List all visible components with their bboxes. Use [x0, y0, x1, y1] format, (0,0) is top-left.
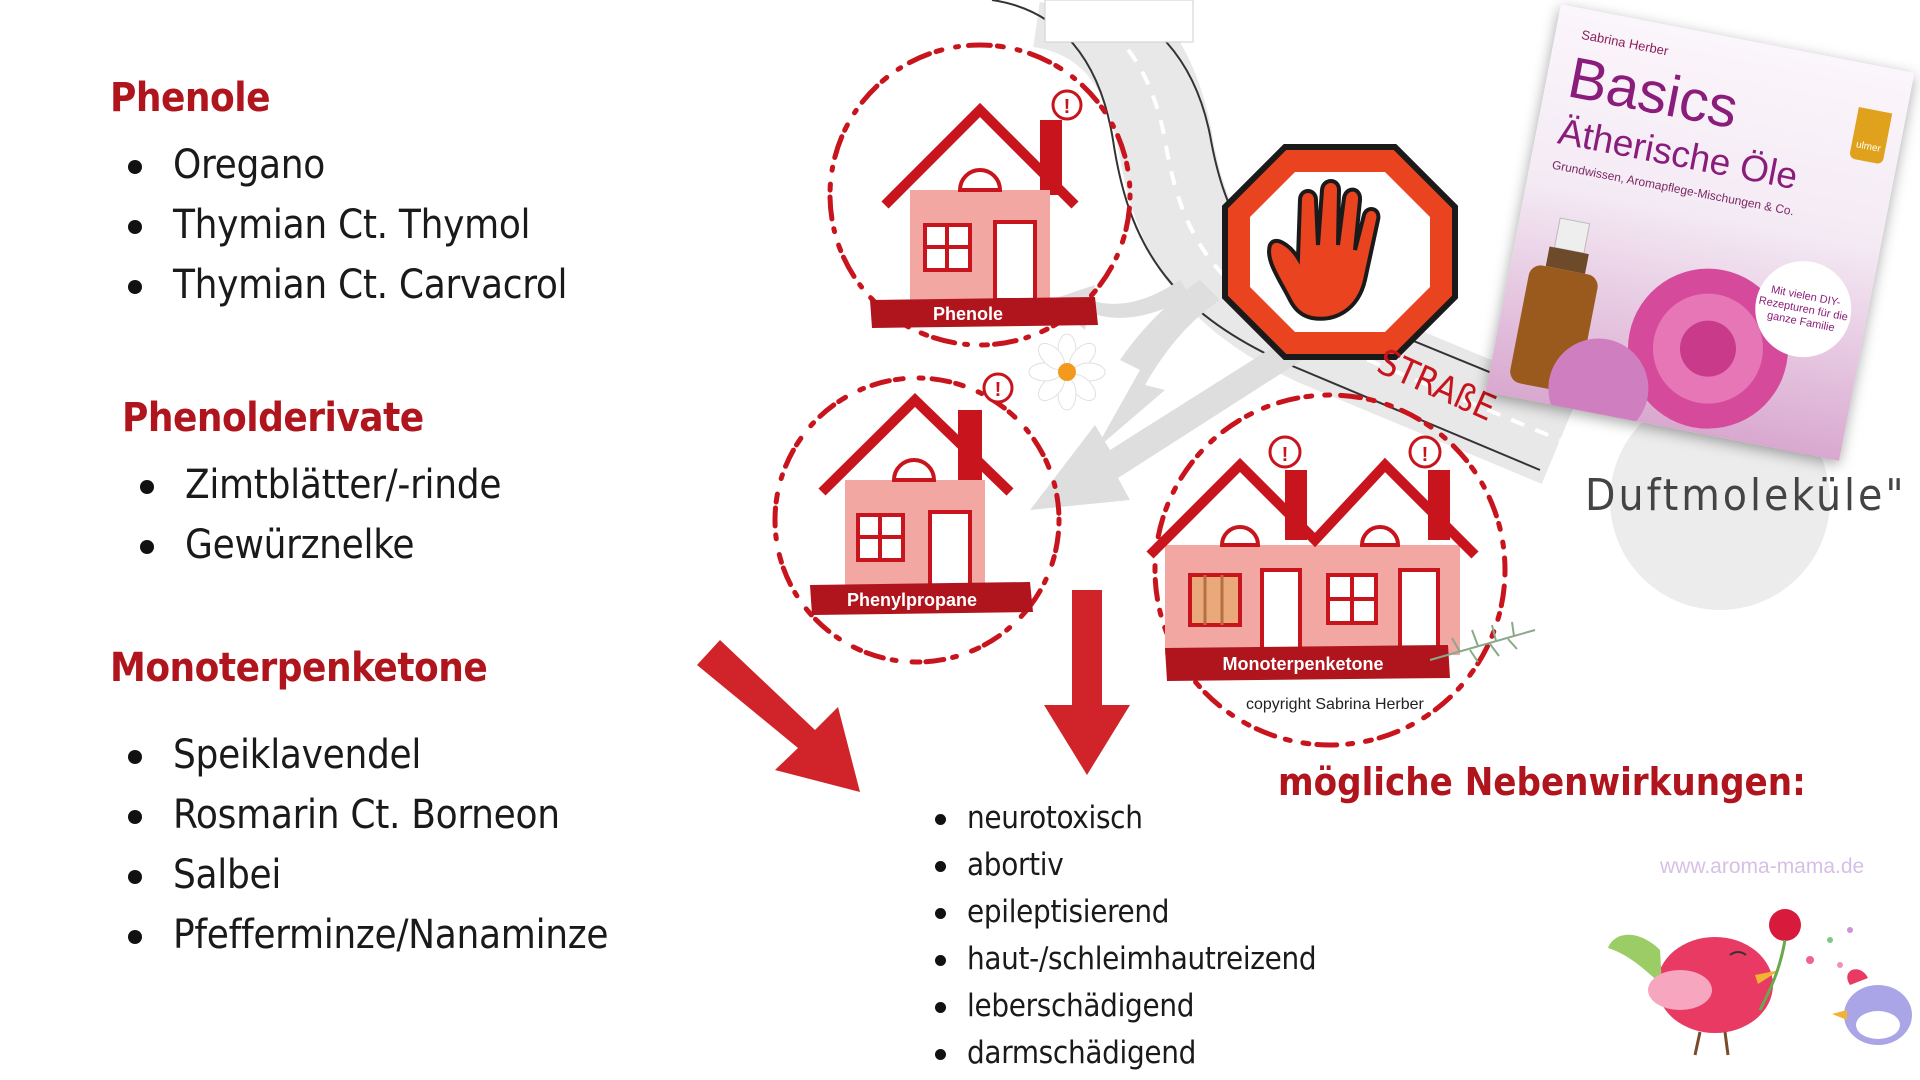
heading-monoterpenketone: Monoterpenketone	[110, 645, 488, 691]
list-item: epileptisierend	[935, 889, 1316, 936]
svg-text:!: !	[1422, 444, 1429, 466]
house-monoterpenketone: ! !	[1146, 435, 1536, 681]
list-item: Oregano	[128, 135, 567, 195]
svg-text:!: !	[1064, 96, 1071, 118]
list-item: Salbei	[128, 845, 608, 905]
side-effects-title: mögliche Nebenwirkungen:	[1278, 760, 1806, 804]
svg-text:!: !	[995, 379, 1002, 401]
list-item: Thymian Ct. Thymol	[128, 195, 567, 255]
list-item: Speiklavendel	[128, 725, 608, 785]
house-label-phenole: Phenole	[933, 304, 1003, 324]
house-phenylpropane: !	[810, 372, 1033, 615]
list-item: haut-/schleimhautreizend	[935, 936, 1317, 983]
house-phenole: !	[870, 89, 1098, 328]
red-arrows	[697, 590, 1130, 792]
rose-icon	[1758, 909, 1853, 1011]
copyright-text: copyright Sabrina Herber	[1246, 696, 1424, 713]
publisher-logo: ulmer	[1848, 107, 1893, 165]
heading-phenolderivate: Phenolderivate	[122, 395, 424, 441]
list-item: abortiv	[935, 842, 1316, 889]
list-phenolderivate: Zimtblätter/-rinde Gewürznelke	[140, 455, 501, 575]
website-url: www.aroma-mama.de	[1660, 855, 1865, 878]
side-effects-list: neurotoxisch abortiv epileptisierend hau…	[935, 795, 1317, 1077]
book-cover: Sabrina Herber Basics Ätherische Öle Gru…	[1485, 4, 1915, 461]
stop-hand-icon	[1222, 144, 1458, 360]
bird-blue-icon	[1832, 969, 1912, 1045]
list-item: darmschädigend	[935, 1030, 1316, 1077]
svg-text:!: !	[1282, 444, 1289, 466]
list-item: Rosmarin Ct. Borneon	[128, 785, 608, 845]
daisy-icon	[1028, 333, 1106, 411]
heading-phenole: Phenole	[110, 75, 271, 121]
list-item: neurotoxisch	[935, 795, 1316, 842]
list-item: leberschädigend	[935, 983, 1316, 1030]
duft-label: Duftmoleküle"	[1585, 470, 1907, 521]
list-monoterpenketone: Speiklavendel Rosmarin Ct. Borneon Salbe…	[128, 725, 609, 965]
list-item: Thymian Ct. Carvacrol	[128, 255, 568, 315]
bird-pink-icon	[1608, 934, 1780, 1056]
house-frames	[772, 42, 1508, 748]
list-item: Zimtblätter/-rinde	[140, 455, 501, 515]
house-label-phenylpropane: Phenylpropane	[847, 590, 977, 610]
list-item: Gewürznelke	[140, 515, 501, 575]
house-label-monoterpenketone: Monoterpenketone	[1222, 654, 1383, 674]
list-phenole: Oregano Thymian Ct. Thymol Thymian Ct. C…	[128, 135, 568, 315]
list-item: Pfefferminze/Nanaminze	[128, 905, 609, 965]
